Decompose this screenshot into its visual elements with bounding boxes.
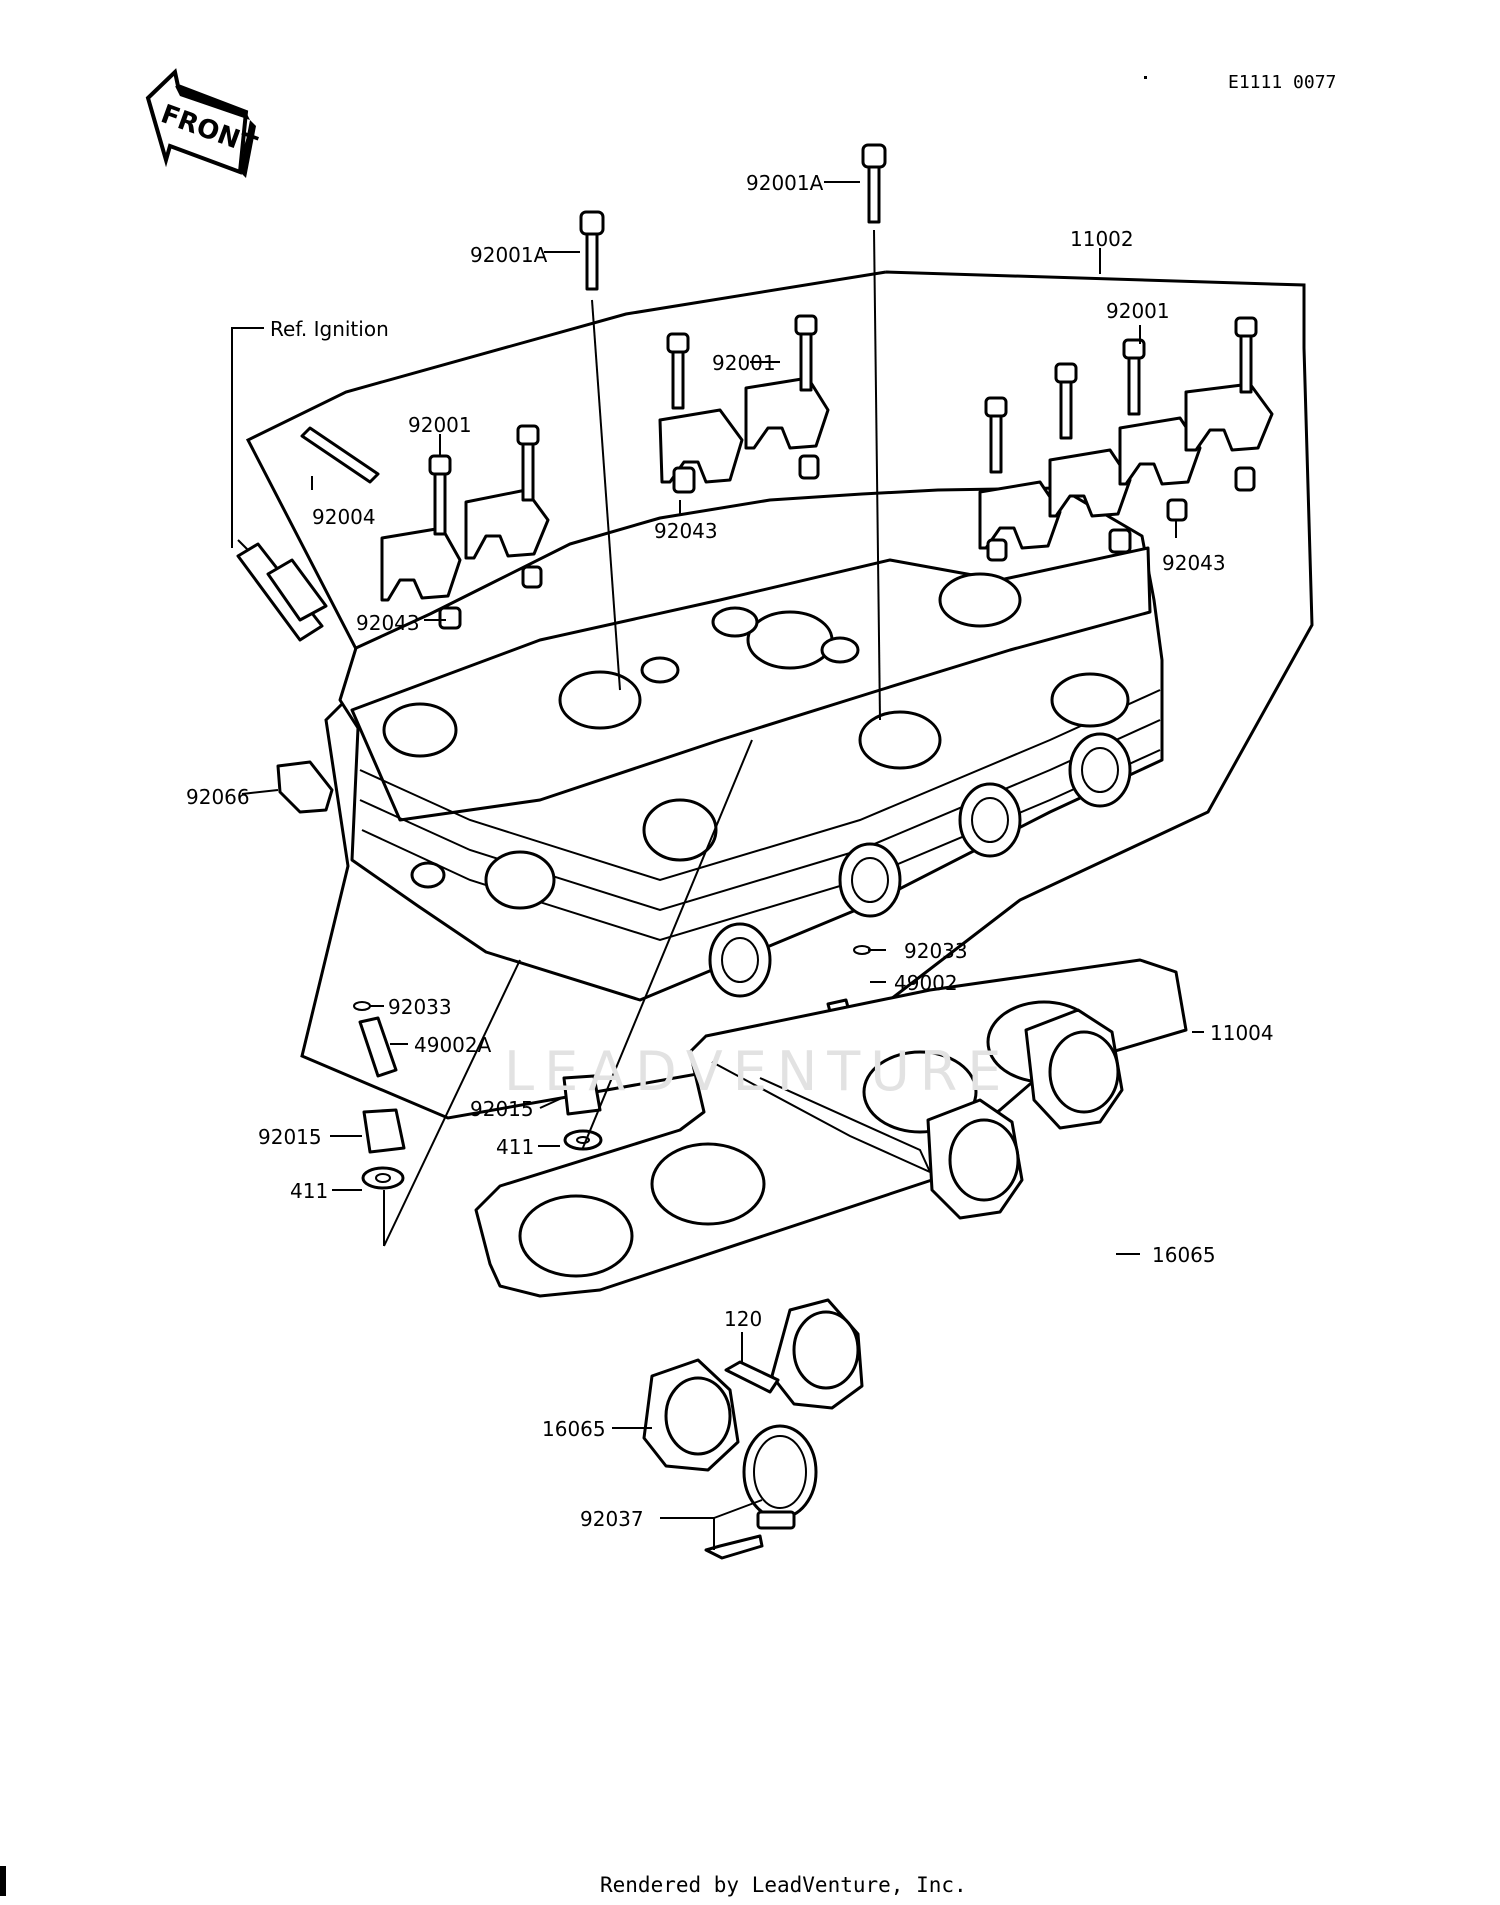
label-49002a: 49002A bbox=[414, 1033, 492, 1057]
bolts bbox=[428, 143, 1258, 536]
label-92066: 92066 bbox=[186, 785, 250, 809]
dot-mark bbox=[1144, 76, 1147, 79]
label-92043-left: 92043 bbox=[356, 611, 420, 635]
diagram-code: E1111 0077 bbox=[1228, 72, 1336, 93]
part-labels: 92001A 92001A 11002 Ref. Ignition 92001 … bbox=[186, 171, 1274, 1531]
label-92033-right: 92033 bbox=[904, 939, 968, 963]
label-16065-left: 16065 bbox=[542, 1417, 606, 1441]
front-arrow-icon: FRONT bbox=[145, 68, 261, 178]
label-11002: 11002 bbox=[1070, 227, 1134, 251]
label-92001a-left: 92001A bbox=[470, 243, 548, 267]
cam-caps-left bbox=[380, 488, 550, 630]
plug-92066 bbox=[276, 760, 334, 814]
stud-92004 bbox=[300, 426, 380, 484]
label-92001-mid: 92001 bbox=[712, 351, 776, 375]
label-92033-left: 92033 bbox=[388, 995, 452, 1019]
footer-credit: Rendered by LeadVenture, Inc. bbox=[600, 1873, 967, 1897]
edge-mark bbox=[0, 1866, 6, 1896]
label-92043-mid: 92043 bbox=[654, 519, 718, 543]
group-frame-11002 bbox=[245, 270, 1314, 1120]
label-411-left: 411 bbox=[290, 1179, 328, 1203]
watermark: LEADVENTURE bbox=[504, 1040, 1011, 1103]
label-ref-ignition: Ref. Ignition bbox=[270, 317, 389, 341]
label-49002: 49002 bbox=[894, 971, 958, 995]
label-92015-right: 92015 bbox=[470, 1097, 534, 1121]
label-92004: 92004 bbox=[312, 505, 376, 529]
label-92015-left: 92015 bbox=[258, 1125, 322, 1149]
label-120: 120 bbox=[724, 1307, 762, 1331]
label-92001-left: 92001 bbox=[408, 413, 472, 437]
spark-plug bbox=[236, 539, 328, 642]
cam-caps-right bbox=[978, 382, 1274, 562]
label-92001a-top: 92001A bbox=[746, 171, 824, 195]
label-92037: 92037 bbox=[580, 1507, 644, 1531]
label-16065-right: 16065 bbox=[1152, 1243, 1216, 1267]
label-92001-right: 92001 bbox=[1106, 299, 1170, 323]
label-411-right: 411 bbox=[496, 1135, 534, 1159]
leader-lines bbox=[231, 181, 1204, 1550]
nuts-and-washers bbox=[361, 1074, 603, 1190]
cam-caps-middle bbox=[658, 376, 830, 494]
label-92043-right: 92043 bbox=[1162, 551, 1226, 575]
label-11004: 11004 bbox=[1210, 1021, 1274, 1045]
intake-holders-16065 bbox=[642, 1008, 1124, 1472]
clamp-92037 bbox=[704, 1360, 818, 1560]
